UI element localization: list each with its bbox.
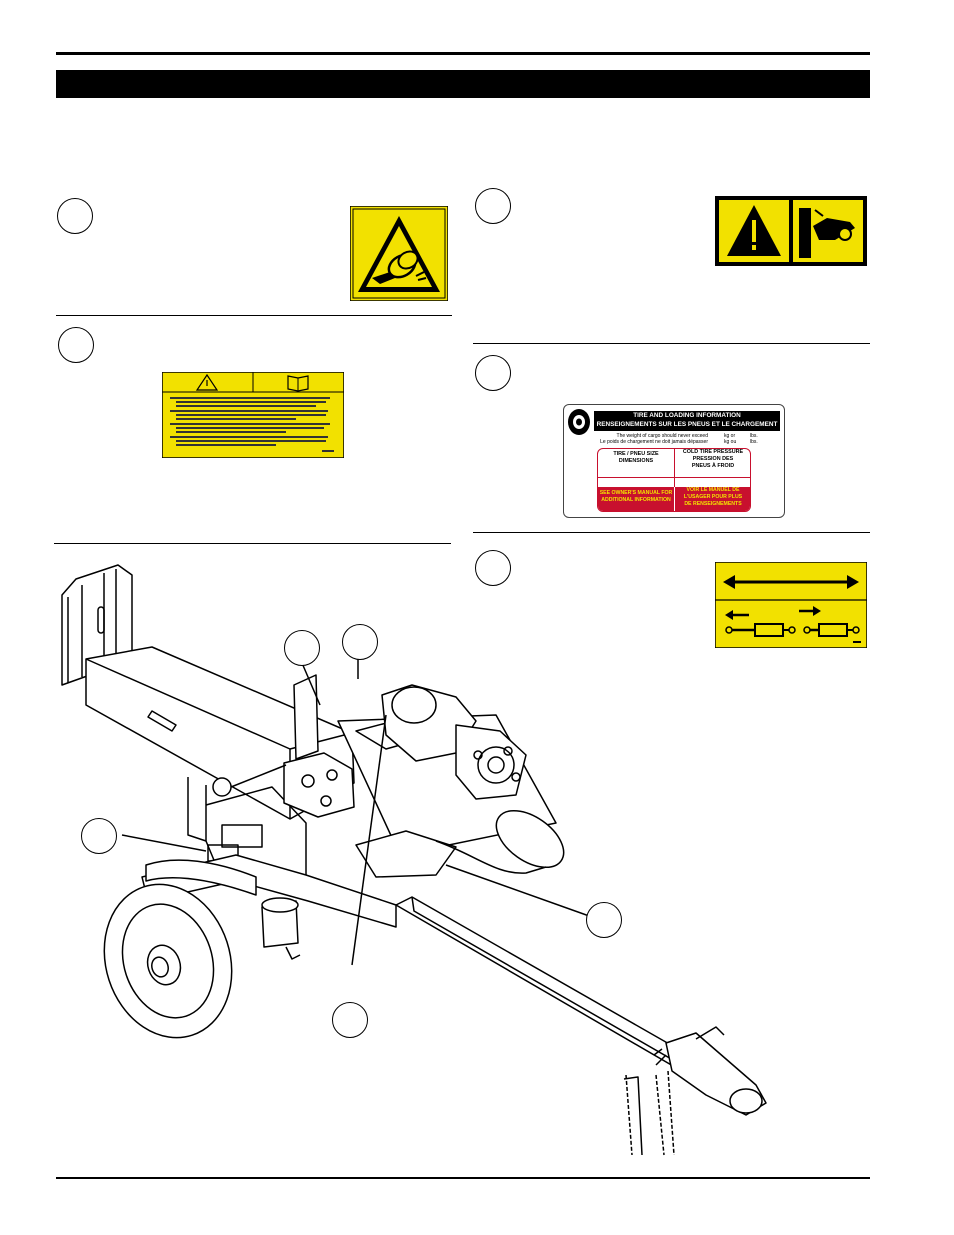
footer-line: SEE OWNER'S MANUAL FOR — [599, 490, 673, 496]
tire-loading-information-label: TIRE AND LOADING INFORMATION RENSEIGNEME… — [563, 404, 785, 518]
tire-size-line: TIRE / PNEU SIZE — [613, 451, 659, 457]
top-rule — [56, 52, 870, 55]
pressure-line: PRESSION DES — [692, 456, 734, 462]
unit-lbs: lbs. — [750, 433, 758, 439]
section-divider — [473, 343, 870, 344]
footer-see-manual-fr: VOIR LE MANUEL DE L'USAGER POUR PLUS DE … — [675, 487, 750, 508]
weight-text-fr: Le poids de chargement ne doit jamais dé… — [600, 439, 708, 445]
section-divider — [54, 543, 451, 544]
ram-direction-decal — [714, 561, 868, 649]
footer-line: DE RENSEIGNEMENTS — [684, 501, 742, 507]
pressure-line: PNEUS À FROID — [691, 463, 735, 469]
unit-kg-ou: kg ou — [724, 439, 737, 445]
pressure-line: COLD TIRE PRESSURE — [682, 449, 744, 455]
footer-line: ADDITIONAL INFORMATION — [601, 497, 671, 503]
footer-see-manual-en: SEE OWNER'S MANUAL FOR ADDITIONAL INFORM… — [598, 490, 674, 504]
callout-circle — [81, 818, 117, 854]
warning-manual-decal-icon — [161, 371, 345, 459]
unit-kg-or: kg or — [724, 433, 736, 439]
callout-circle — [586, 902, 622, 938]
tire-label-title-fr: RENSEIGNEMENTS SUR LES PNEUS ET LE CHARG… — [596, 421, 778, 428]
tire-size-header: TIRE / PNEU SIZE DIMENSIONS — [598, 451, 674, 465]
tire-label-title-bar: TIRE AND LOADING INFORMATION RENSEIGNEME… — [594, 411, 780, 431]
tire-icon — [568, 409, 590, 435]
crush-hazard-warning-decal — [715, 196, 867, 266]
tire-label-title-en: TIRE AND LOADING INFORMATION — [633, 412, 741, 419]
entanglement-hazard-icon — [349, 205, 449, 302]
callout-circle — [475, 355, 511, 391]
tire-info-table: TIRE / PNEU SIZE DIMENSIONS COLD TIRE PR… — [597, 448, 751, 512]
callout-circle — [58, 327, 94, 363]
log-splitter-drawing — [61, 564, 767, 1156]
cold-tire-pressure-header: COLD TIRE PRESSURE PRESSION DES PNEUS À … — [675, 449, 750, 470]
footer-line: L'USAGER POUR PLUS — [683, 494, 743, 500]
callout-circle — [57, 198, 93, 234]
section-header-bar — [56, 70, 870, 98]
weight-text-en: The weight of cargo should never exceed — [616, 433, 708, 439]
entanglement-warning-decal — [349, 205, 449, 302]
footer-line: VOIR LE MANUEL DE — [686, 487, 740, 493]
unit-lbs: lbs. — [750, 439, 758, 445]
section-divider — [56, 315, 452, 316]
callout-circle — [284, 630, 320, 666]
bottom-rule — [56, 1177, 870, 1179]
footer-divider — [674, 487, 675, 511]
callout-circle — [332, 1002, 368, 1038]
read-manual-warning-decal — [161, 371, 345, 459]
callout-circle — [475, 550, 511, 586]
section-divider — [473, 532, 870, 533]
callout-circle — [342, 624, 378, 660]
callout-circle — [475, 188, 511, 224]
tire-size-line: DIMENSIONS — [618, 458, 654, 464]
table-divider — [674, 449, 675, 511]
crush-hazard-icon — [715, 196, 867, 266]
log-splitter-illustration — [56, 555, 776, 1177]
table-divider — [598, 477, 750, 478]
